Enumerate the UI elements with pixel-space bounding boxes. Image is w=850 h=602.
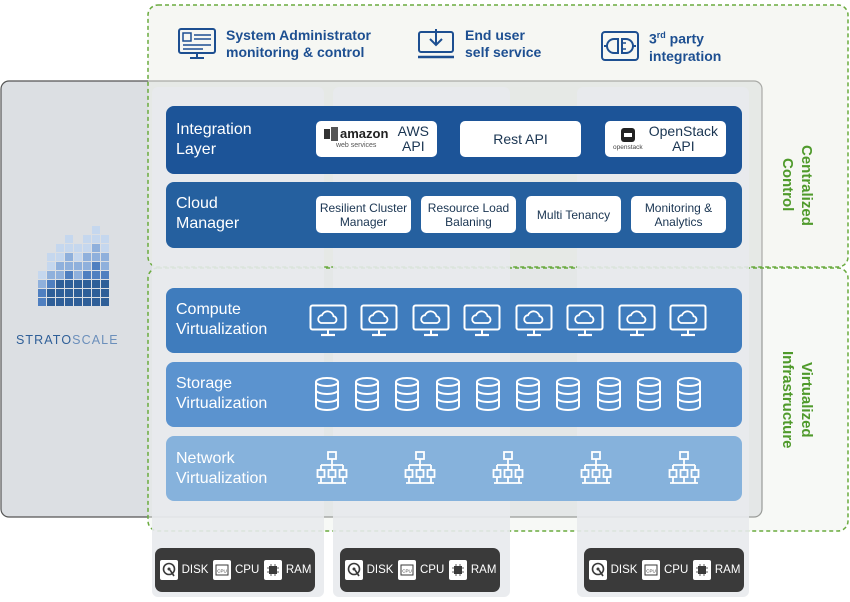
ram-icon	[692, 560, 711, 580]
cpu-icon: CPU	[398, 560, 416, 580]
network-tree-icon	[668, 451, 700, 484]
cloud-monitor-icon	[412, 304, 450, 337]
cloud-monitor-icon	[309, 304, 347, 337]
disk-item: DISK	[159, 559, 208, 581]
cpu-chip-text: CPU	[402, 569, 412, 574]
ram-item: RAM	[263, 559, 311, 581]
database-icon	[516, 377, 541, 411]
amazon-web-services-logo: amazon web services	[324, 127, 388, 151]
network-icons-row	[316, 451, 700, 485]
aws-cubes-icon	[324, 127, 338, 141]
header-third-party-line1: 3rd party	[649, 30, 704, 47]
database-icon	[435, 377, 460, 411]
cloud-monitor-icon	[515, 304, 553, 337]
rest-api-card[interactable]: Rest API	[460, 121, 581, 157]
database-icon	[596, 377, 621, 411]
plug-connector-icon	[601, 30, 639, 61]
header-sysadmin: System Administrator monitoring & contro…	[178, 27, 371, 61]
disk-icon	[159, 560, 178, 580]
monitoring-analytics-card[interactable]: Monitoring &Analytics	[631, 196, 726, 233]
cpu-icon: CPU	[642, 560, 660, 580]
ram-icon	[263, 560, 282, 580]
network-tree-icon	[404, 451, 436, 484]
monitor-dashboard-icon	[178, 28, 216, 59]
cloud-monitor-icon	[669, 304, 707, 337]
database-icon	[676, 377, 701, 411]
database-icon	[636, 377, 661, 411]
openstack-icon	[620, 127, 635, 142]
header-sysadmin-line2: monitoring & control	[226, 44, 365, 60]
cpu-chip-text: CPU	[217, 569, 227, 574]
database-icon	[475, 377, 500, 411]
stratoscale-logo-icon	[38, 226, 109, 306]
header-third-party: 3rd party integration	[601, 27, 721, 65]
header-third-party-line2: integration	[649, 47, 722, 64]
cpu-icon: CPU	[213, 560, 231, 580]
header-end-user-line1: End user	[465, 27, 525, 43]
disk-item: DISK	[588, 559, 637, 581]
network-tree-icon	[492, 451, 524, 484]
database-icon	[355, 377, 380, 411]
download-tray-icon	[418, 29, 454, 59]
stratoscale-logo-text: STRATOSCALE	[16, 333, 119, 347]
openstack-logo: openstack	[613, 127, 643, 152]
disk-icon	[588, 560, 607, 580]
network-tree-icon	[316, 451, 348, 484]
multi-tenancy-card[interactable]: Multi Tenancy	[526, 196, 621, 233]
header-sysadmin-line1: System Administrator	[226, 27, 371, 43]
ram-item: RAM	[692, 559, 740, 581]
cloud-monitor-icon	[463, 304, 501, 337]
database-icon	[556, 377, 581, 411]
cpu-chip-text: CPU	[646, 569, 656, 574]
ram-icon	[448, 560, 467, 580]
database-icon	[315, 377, 339, 411]
disk-item: DISK	[344, 559, 393, 581]
header-end-user: End user self service	[417, 27, 541, 61]
cloud-monitor-icon	[618, 304, 656, 337]
storage-icons-row	[314, 377, 702, 411]
ram-item: RAM	[448, 559, 496, 581]
database-icon	[395, 377, 420, 411]
network-tree-icon	[580, 451, 612, 484]
cloud-monitor-icon	[360, 304, 398, 337]
cloud-monitor-icon	[566, 304, 604, 337]
header-end-user-line2: self service	[465, 44, 542, 60]
compute-icons-row	[309, 304, 707, 338]
disk-icon	[344, 560, 363, 580]
